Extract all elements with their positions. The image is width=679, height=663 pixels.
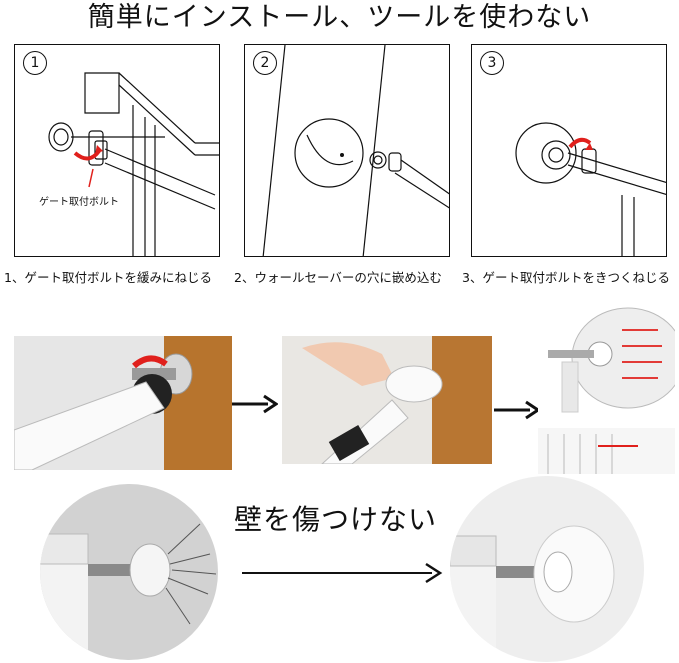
arrow-right-icon-3: [240, 560, 444, 586]
step-1-number: 1: [23, 51, 47, 75]
photo-damaged-wall-drawing: [40, 523, 217, 660]
photo-protected-wall-drawing: [450, 525, 615, 662]
step-3-illustration: 3: [471, 44, 667, 257]
page-title: 簡単にインストール、ツールを使わない: [87, 2, 592, 33]
step-2-illustration: 2: [244, 44, 450, 257]
step-2-drawing: [262, 45, 449, 256]
photo-insert-saver: [282, 336, 492, 464]
step-2-number: 2: [253, 51, 277, 75]
arrow-right-icon-2: [492, 398, 541, 422]
photo-pressure-diagram: [538, 306, 675, 474]
step-2-caption: 2、ウォールセーバーの穴に嵌め込む: [234, 270, 442, 285]
photo-insert-saver-drawing: [302, 336, 492, 464]
photo-damaged-wall: [40, 484, 218, 660]
photo-loosen-bolt-drawing: [14, 336, 232, 470]
photo-protected-wall: [450, 476, 644, 662]
arrow-right-icon: [230, 392, 279, 416]
step-1-drawing: [48, 72, 219, 256]
bolt-label: ゲート取付ボルト: [39, 197, 119, 208]
step-3-caption: 3、ゲート取付ボルトをきつくねじる: [462, 270, 670, 285]
step-3-drawing: [515, 122, 666, 256]
slogan-text: 壁を傷つけない: [234, 503, 438, 536]
step-3-number: 3: [480, 51, 504, 75]
step-1-caption: 1、ゲート取付ボルトを緩みにねじる: [4, 270, 212, 285]
photo-pressure-diagram-drawing: [538, 307, 675, 474]
step-1-illustration: 1 ゲート取付ボルト: [14, 44, 220, 257]
photo-loosen-bolt: [14, 336, 232, 470]
